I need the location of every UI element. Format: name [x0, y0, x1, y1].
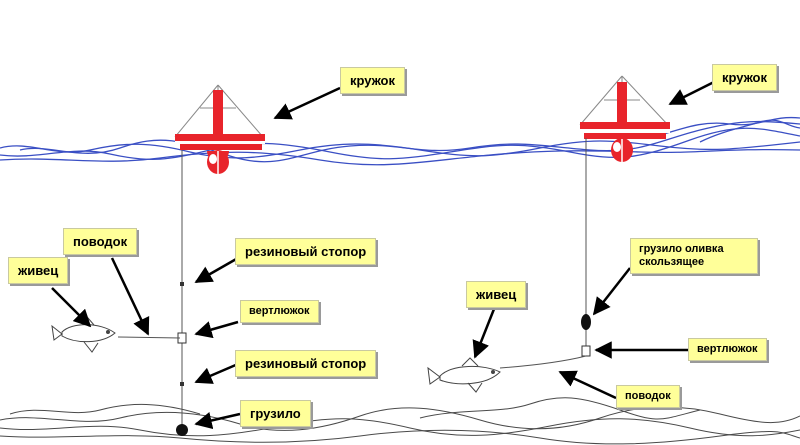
left-stopper-top-label: резиновый стопор [235, 238, 377, 265]
left-stopper-bottom [180, 382, 184, 386]
left-bait-label: живец [8, 257, 69, 284]
right-float-label: кружок [712, 64, 778, 91]
left-float-label: кружок [340, 67, 406, 94]
right-olive-sinker [581, 314, 591, 330]
right-swivel-label: вертлюжок [688, 338, 767, 361]
right-bait-label: живец [466, 281, 527, 308]
left-leader-line [117, 336, 181, 339]
left-stopper-top [180, 282, 184, 286]
lake-bottom [0, 397, 800, 445]
left-swivel-label: вертлюжок [240, 300, 319, 323]
callout-arrows [51, 80, 715, 430]
right-float [579, 75, 670, 162]
left-float [174, 84, 265, 174]
water-surface [0, 116, 800, 166]
right-swivel [581, 345, 591, 357]
left-sinker-label: грузило [240, 400, 311, 427]
right-leader-label: поводок [616, 385, 680, 408]
left-leader-label: поводок [63, 228, 138, 255]
right-leader-line [499, 355, 587, 369]
right-baitfish-icon [427, 357, 501, 393]
left-baitfish-icon [51, 317, 116, 353]
right-sinker-label: грузило оливка скользящее [630, 238, 758, 274]
left-sinker [176, 424, 188, 436]
left-stopper-bottom-label: резиновый стопор [235, 350, 377, 377]
